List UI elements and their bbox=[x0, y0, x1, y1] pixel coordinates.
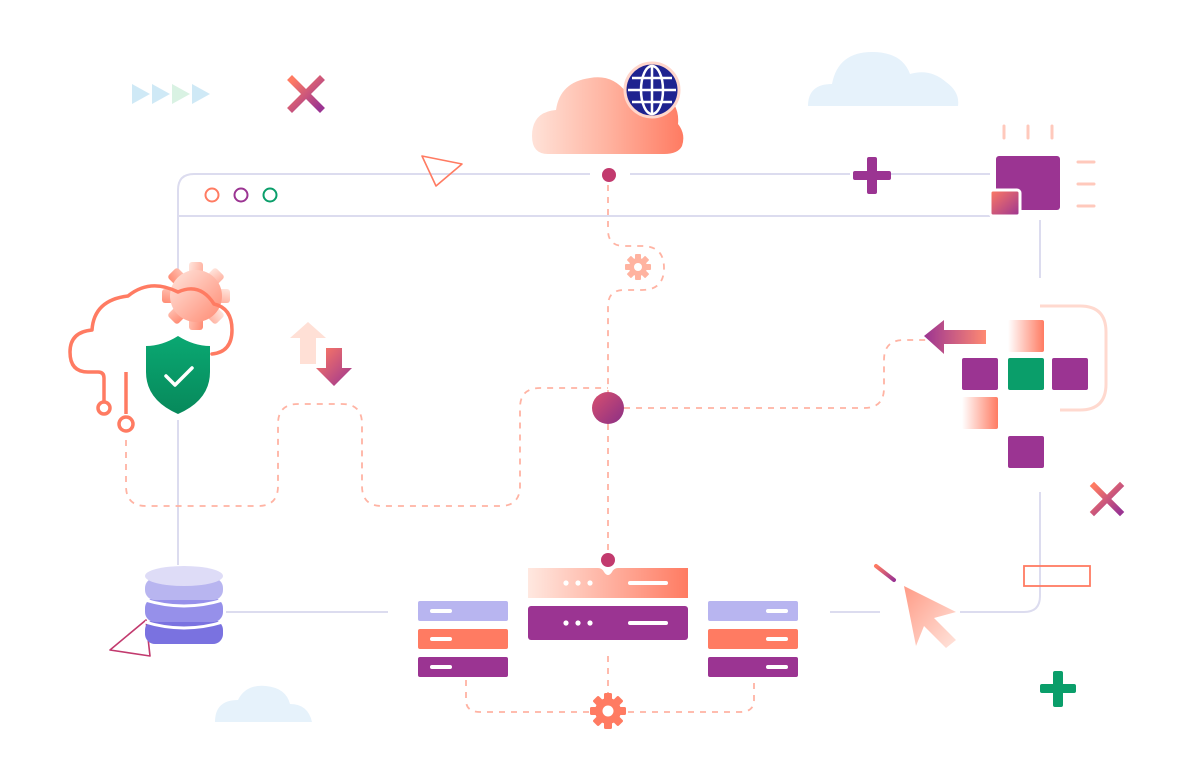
triangle-icon bbox=[109, 619, 151, 657]
cloud-circuit-icon bbox=[68, 262, 234, 433]
window-controls bbox=[204, 187, 278, 203]
connector-lines bbox=[177, 173, 1041, 613]
globe-icon bbox=[623, 61, 681, 119]
triangle-icon bbox=[421, 155, 463, 187]
maximize-dot bbox=[262, 187, 278, 203]
plus-icon bbox=[853, 157, 891, 194]
data-transfer-arrows-icon bbox=[290, 322, 352, 386]
close-x-icon bbox=[287, 75, 325, 113]
server-rack-icon bbox=[418, 553, 798, 677]
minimize-dot bbox=[233, 187, 249, 203]
cloud-globe-icon bbox=[532, 61, 684, 154]
gear-icon bbox=[162, 262, 230, 330]
database-icon bbox=[144, 566, 224, 644]
left-arrow-icon bbox=[924, 320, 986, 354]
shield-check-icon bbox=[146, 336, 210, 414]
central-node bbox=[592, 392, 624, 424]
gear-icon bbox=[625, 254, 651, 280]
close-x-icon bbox=[1089, 481, 1125, 517]
plus-icon bbox=[1040, 671, 1076, 707]
app-grid-icon bbox=[924, 320, 1088, 468]
cloud-decor-icon bbox=[808, 52, 959, 106]
data-flow-paths bbox=[125, 185, 1108, 713]
fast-forward-arrows-icon bbox=[132, 84, 210, 104]
window-square-icon bbox=[988, 124, 1096, 218]
gear-icon bbox=[590, 693, 626, 729]
close-dot bbox=[204, 187, 220, 203]
cursor-click-icon bbox=[866, 558, 1091, 648]
cloud-decor-icon bbox=[215, 685, 312, 722]
top-node bbox=[602, 168, 616, 182]
